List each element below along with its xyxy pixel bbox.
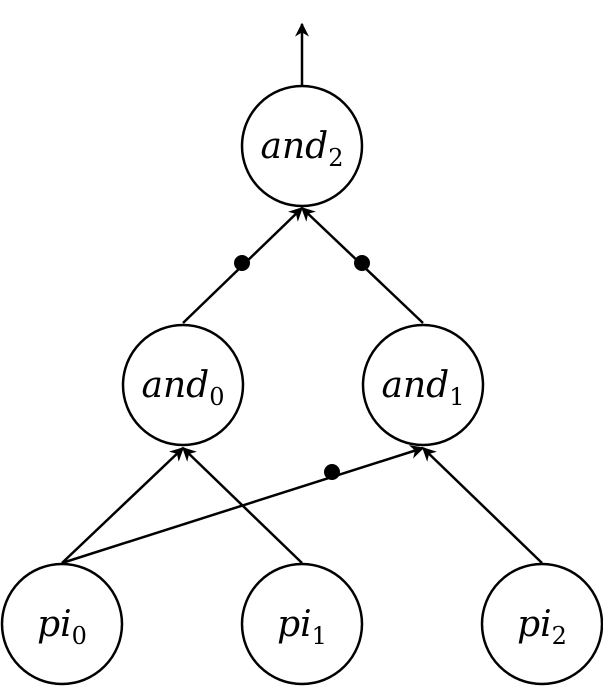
node-name: and <box>382 365 450 406</box>
node-circle <box>240 562 364 686</box>
node-subscript: 1 <box>312 622 327 650</box>
node-label: and1 <box>382 365 465 411</box>
node-subscript: 2 <box>552 622 567 650</box>
node-circle <box>480 562 603 686</box>
node-name: pi <box>37 604 72 645</box>
node-circle <box>0 562 124 686</box>
node-circle <box>121 323 245 447</box>
node-name: pi <box>277 604 312 645</box>
inversion-dot-and1-and2 <box>354 255 370 271</box>
node-and2: and2 <box>240 84 364 208</box>
node-label: pi0 <box>37 604 87 650</box>
node-label: pi1 <box>277 604 327 650</box>
node-and0: and0 <box>121 323 245 447</box>
node-pi0: pi0 <box>0 562 124 686</box>
inversion-dots <box>234 255 370 480</box>
node-subscript: 0 <box>209 383 224 411</box>
node-circle <box>240 84 364 208</box>
node-name: pi <box>517 604 552 645</box>
node-subscript: 2 <box>328 144 343 172</box>
inversion-dot-and0-and2 <box>234 255 250 271</box>
node-label: and2 <box>261 126 344 172</box>
node-pi1: pi1 <box>240 562 364 686</box>
edge-pi0-and0 <box>61 447 185 564</box>
node-subscript: 0 <box>72 622 87 650</box>
node-label: pi2 <box>517 604 567 650</box>
node-pi2: pi2 <box>480 562 603 686</box>
edge-pi2-and1 <box>421 447 543 564</box>
node-name: and <box>261 126 329 167</box>
node-name: and <box>142 365 210 406</box>
inversion-dot-pi0-and1 <box>324 464 340 480</box>
node-and1: and1 <box>361 323 485 447</box>
node-subscript: 1 <box>449 383 464 411</box>
edge-pi0-and1 <box>61 445 425 565</box>
node-label: and0 <box>142 365 225 411</box>
node-circle <box>361 323 485 447</box>
